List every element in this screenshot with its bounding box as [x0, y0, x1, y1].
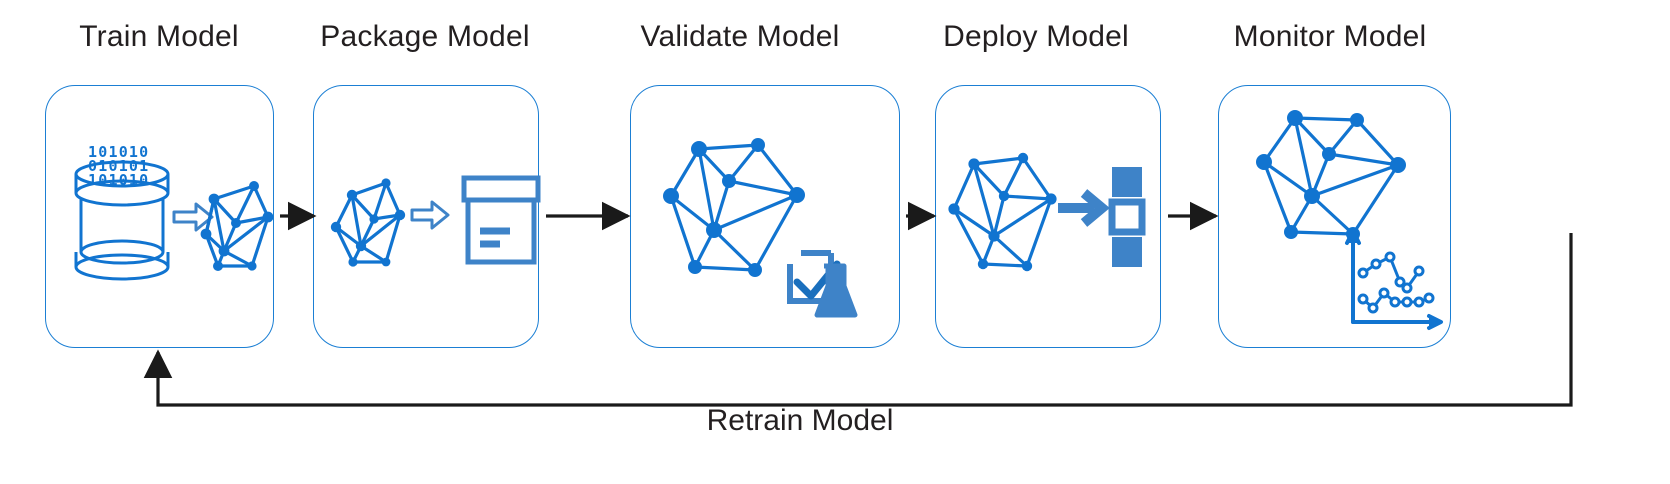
- package-box-icon: [461, 175, 541, 265]
- arrow-right-icon: [1058, 189, 1110, 227]
- validate-model-art: [663, 138, 858, 318]
- server-stack-icon: [1108, 167, 1146, 267]
- line-chart-icon: [1345, 229, 1443, 330]
- svg-text:101010: 101010: [88, 143, 149, 161]
- neural-network-icon: [200, 181, 274, 271]
- stage-title-deploy: Deploy Model: [943, 20, 1129, 53]
- database-icon: [74, 160, 170, 281]
- stage-title-validate: Validate Model: [640, 20, 840, 53]
- stage-card-monitor[interactable]: [1218, 85, 1451, 348]
- neural-network-icon: [948, 152, 1057, 272]
- deploy-model-art: [948, 152, 1146, 272]
- train-model-art: 101010 010101 101010: [74, 143, 274, 281]
- neural-network-icon: [663, 138, 805, 277]
- monitor-model-art: [1256, 110, 1443, 330]
- neural-network-icon: [330, 178, 406, 267]
- double-arrow-icon: [172, 202, 214, 232]
- double-arrow-icon: [410, 200, 450, 230]
- retrain-model-label: Retrain Model: [706, 404, 894, 437]
- stage-title-package: Package Model: [320, 20, 530, 53]
- connector-retrain-feedback-loop: [143, 233, 1573, 407]
- stage-title-monitor: Monitor Model: [1233, 20, 1427, 53]
- stage-card-train[interactable]: 101010 010101 101010: [45, 85, 274, 348]
- stage-card-deploy[interactable]: [935, 85, 1161, 348]
- stage-card-package[interactable]: [313, 85, 541, 348]
- package-model-art: [330, 175, 541, 267]
- flask-icon: [814, 263, 858, 318]
- stage-card-validate[interactable]: [630, 85, 900, 348]
- stage-title-train: Train Model: [79, 20, 239, 53]
